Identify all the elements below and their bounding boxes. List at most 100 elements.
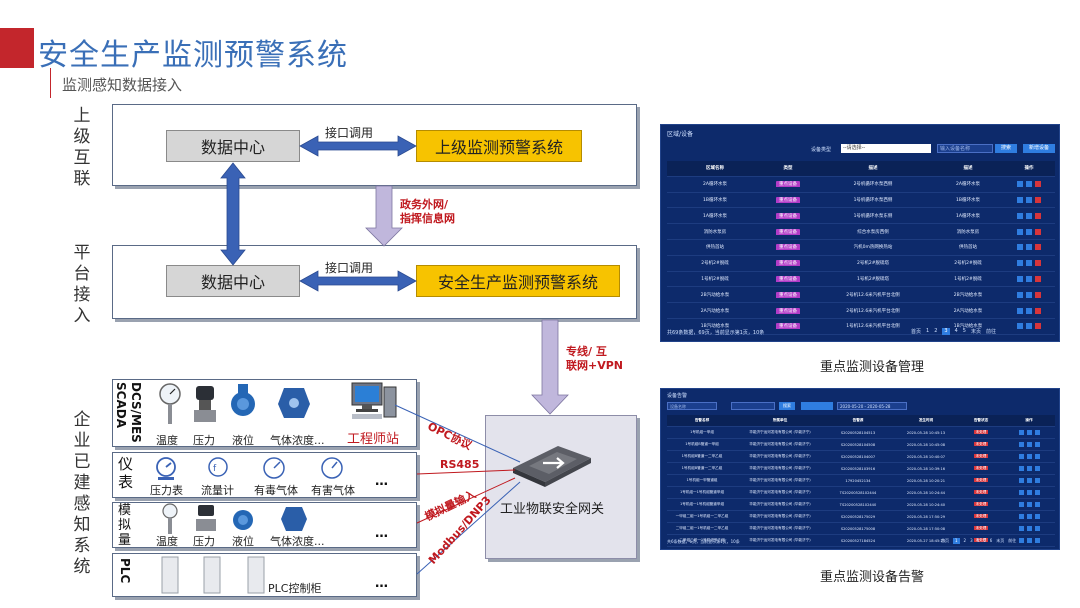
table-row[interactable]: 二甲组二组一1号机组一二甲乙组华能济宁运河发电有限公司 (华能济宁)S20200… (667, 523, 1055, 535)
view-icon[interactable] (1026, 212, 1032, 219)
pager-goto[interactable]: 前往 (1008, 538, 1017, 543)
table-row[interactable]: 1号机组B管道一二甲乙组华能济宁运河发电有限公司 (华能济宁)S20200528… (667, 463, 1055, 475)
more-icon[interactable] (1034, 442, 1040, 447)
pager-page[interactable]: 5 (983, 538, 986, 543)
data-center-top-box[interactable]: 数据中心 (166, 130, 300, 162)
view-icon[interactable] (1026, 228, 1032, 235)
pager-last[interactable]: 末页 (970, 329, 981, 335)
edit-icon[interactable] (1017, 323, 1023, 330)
workstation-icon[interactable] (350, 381, 400, 421)
manage-add-button[interactable]: 新增设备 (1023, 144, 1055, 153)
table-row[interactable]: 消防水泵房重点设备综合水泵房西侧消防水泵房 (667, 224, 1055, 240)
view-icon[interactable] (1018, 478, 1024, 483)
edit-icon[interactable] (1017, 196, 1023, 203)
delete-icon[interactable] (1035, 307, 1041, 314)
alarm-search-button[interactable]: 搜索 (779, 402, 795, 410)
table-row[interactable]: 1号机组一1号机组管道甲组华能济宁运河发电有限公司 (华能济宁)TS202005… (667, 487, 1055, 499)
edit-icon[interactable] (1017, 181, 1023, 188)
manage-search-input[interactable]: 输入设备名称 (937, 144, 993, 153)
edit-icon[interactable] (1026, 526, 1032, 531)
delete-icon[interactable] (1035, 181, 1041, 188)
edit-icon[interactable] (1026, 490, 1032, 495)
edit-icon[interactable] (1017, 291, 1023, 298)
pager-page[interactable]: 5 (962, 328, 966, 334)
table-row[interactable]: 二甲组二组一1号机组甲乙组华能济宁运河发电有限公司 (华能济宁)S2020052… (667, 535, 1055, 547)
edit-icon[interactable] (1017, 212, 1023, 219)
manage-search-button[interactable]: 搜索 (995, 144, 1017, 153)
delete-icon[interactable] (1035, 323, 1041, 330)
pager-page[interactable]: 2 (963, 538, 967, 543)
upper-system-box[interactable]: 上级监测预警系统 (416, 130, 582, 162)
manage-type-select[interactable]: --请选择-- (841, 144, 931, 153)
view-icon[interactable] (1026, 181, 1032, 188)
pager-page[interactable]: 3 (942, 328, 950, 335)
delete-icon[interactable] (1035, 228, 1041, 235)
more-icon[interactable] (1034, 526, 1040, 531)
pager-page[interactable]: 4 (976, 538, 980, 543)
view-icon[interactable] (1018, 514, 1024, 519)
pager-page[interactable]: 3 (970, 538, 973, 543)
pager-page[interactable]: 6 (989, 538, 993, 543)
delete-icon[interactable] (1035, 291, 1041, 298)
edit-icon[interactable] (1017, 275, 1023, 282)
table-row[interactable]: 一甲组二组一1号机组一二甲乙组华能济宁运河发电有限公司 (华能济宁)S20200… (667, 511, 1055, 523)
view-icon[interactable] (1026, 275, 1032, 282)
data-center-mid-box[interactable]: 数据中心 (166, 265, 300, 297)
edit-icon[interactable] (1017, 228, 1023, 235)
edit-icon[interactable] (1026, 502, 1032, 507)
more-icon[interactable] (1034, 466, 1040, 471)
edit-icon[interactable] (1026, 454, 1032, 459)
view-icon[interactable] (1026, 244, 1032, 251)
view-icon[interactable] (1026, 307, 1032, 314)
view-icon[interactable] (1018, 502, 1024, 507)
table-row[interactable]: 1号机组B管道一二甲乙组华能济宁运河发电有限公司 (华能济宁)S20200528… (667, 451, 1055, 463)
alarm-filter-button[interactable] (801, 402, 833, 410)
view-icon[interactable] (1026, 260, 1032, 267)
alarm-search-input[interactable]: 设备名称 (667, 402, 717, 410)
edit-icon[interactable] (1017, 244, 1023, 251)
delete-icon[interactable] (1035, 196, 1041, 203)
edit-icon[interactable] (1017, 307, 1023, 314)
edit-icon[interactable] (1026, 478, 1032, 483)
delete-icon[interactable] (1035, 260, 1041, 267)
more-icon[interactable] (1034, 478, 1040, 483)
more-icon[interactable] (1034, 538, 1040, 543)
pager-first[interactable]: 首页 (941, 538, 949, 543)
more-icon[interactable] (1034, 490, 1040, 495)
pager-page[interactable]: 1 (953, 538, 960, 544)
safety-system-box[interactable]: 安全生产监测预警系统 (416, 265, 620, 297)
pager-goto[interactable]: 前往 (985, 329, 996, 335)
more-icon[interactable] (1034, 502, 1040, 507)
table-row[interactable]: 1号机组一1号机组管道甲组华能济宁运河发电有限公司 (华能济宁)TS202005… (667, 499, 1055, 511)
pager-page[interactable]: 2 (934, 328, 938, 334)
edit-icon[interactable] (1026, 430, 1032, 435)
more-icon[interactable] (1034, 430, 1040, 435)
view-icon[interactable] (1026, 323, 1032, 330)
delete-icon[interactable] (1035, 212, 1041, 219)
pager-page[interactable]: 4 (954, 328, 958, 334)
pager-page[interactable]: 1 (926, 328, 930, 334)
more-icon[interactable] (1034, 454, 1040, 459)
view-icon[interactable] (1018, 538, 1024, 543)
view-icon[interactable] (1018, 454, 1024, 459)
edit-icon[interactable] (1026, 538, 1032, 543)
edit-icon[interactable] (1026, 466, 1032, 471)
edit-icon[interactable] (1026, 442, 1032, 447)
view-icon[interactable] (1018, 466, 1024, 471)
more-icon[interactable] (1034, 514, 1040, 519)
view-icon[interactable] (1018, 526, 1024, 531)
table-row[interactable]: 1号机组一甲组华能济宁运河发电有限公司 (华能济宁)S2020052810451… (667, 427, 1055, 439)
view-icon[interactable] (1026, 291, 1032, 298)
table-row[interactable]: 1号机组B管道一甲组华能济宁运河发电有限公司 (华能济宁)S2020052810… (667, 439, 1055, 451)
pager-last[interactable]: 末页 (996, 538, 1005, 543)
table-row[interactable]: 供热首站重点设备汽机0m热网换热站供热首站 (667, 240, 1055, 256)
